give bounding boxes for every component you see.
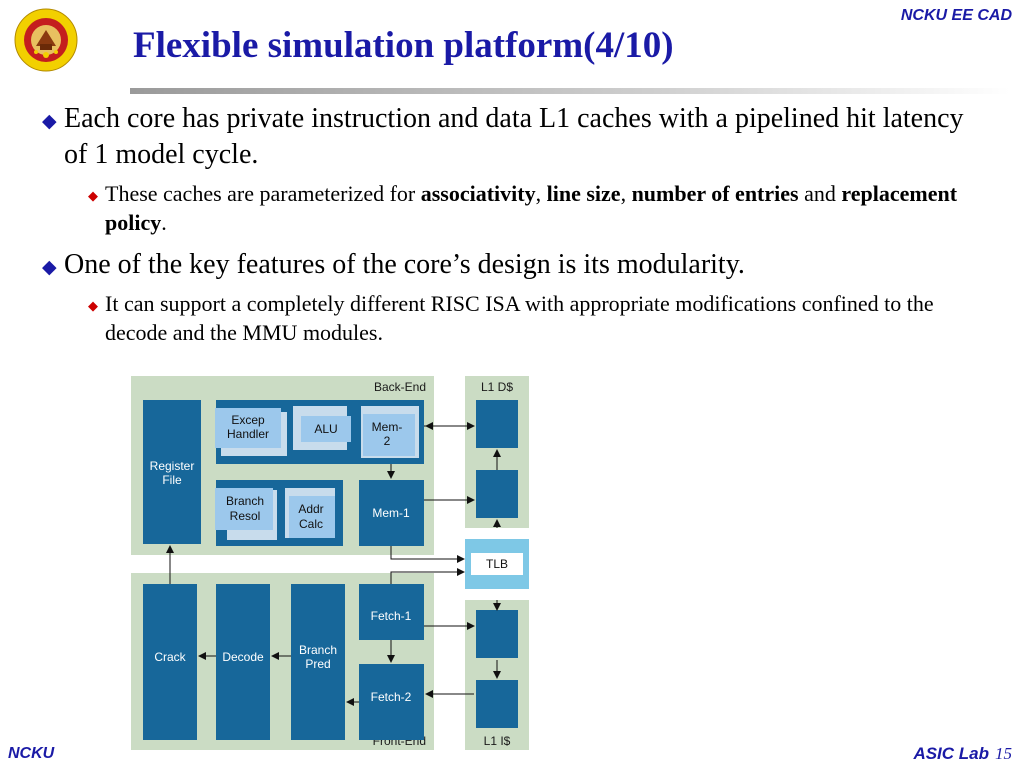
bullet-2-text: One of the key features of the core’s de…	[64, 249, 745, 280]
fetch2-block	[359, 664, 424, 740]
branch-resol-label-2: Resol	[230, 509, 261, 523]
keyword-associativity: associativity	[420, 181, 536, 206]
excep-handler-label-1: Excep	[231, 413, 265, 427]
page-number: 15	[995, 744, 1012, 763]
branch-resol-label-1: Branch	[226, 494, 264, 508]
addr-calc-label-1: Addr	[298, 502, 323, 516]
separator: ,	[620, 181, 632, 206]
l1i-label: L1 I$	[484, 734, 511, 748]
branch-pred-label-1: Branch	[299, 643, 337, 657]
l1i-block-1	[476, 610, 518, 658]
alu-block	[301, 416, 351, 442]
separator: .	[161, 210, 167, 235]
mem2-block	[363, 414, 415, 456]
crack-label: Crack	[154, 650, 186, 664]
sub-bullet-text: It can support a completely different RI…	[105, 291, 934, 345]
org-label: NCKU EE CAD	[900, 7, 1012, 24]
tlb-box	[471, 553, 523, 575]
footer-lab-label: ASIC Lab	[913, 744, 989, 763]
blue-diamond-icon: ◆	[42, 111, 57, 132]
back-end-label: Back-End	[374, 380, 426, 394]
alu-label: ALU	[314, 422, 337, 436]
tlb-label: TLB	[486, 557, 508, 571]
dataflow-arrows	[166, 422, 501, 706]
mem1-label: Mem-1	[372, 506, 410, 520]
register-file-block	[143, 400, 201, 544]
footer-right: ASIC Lab 15	[913, 744, 1012, 764]
footer-left-label: NCKU	[8, 745, 55, 762]
addr-calc-block	[289, 496, 335, 538]
mem2-label-2: 2	[384, 434, 391, 448]
core-architecture-diagram: Back-End Front-End L1 D$ L1 I$ TLB Regis…	[131, 376, 529, 750]
decode-label: Decode	[222, 650, 264, 664]
register-file-label-2: File	[162, 473, 182, 487]
red-diamond-icon: ◆	[88, 188, 98, 203]
mem1-block	[359, 480, 424, 546]
sub-bullet-1-1: ◆ These caches are parameterized for ass…	[88, 179, 972, 237]
slide-content: ◆ Each core has private instruction and …	[42, 101, 972, 357]
keyword-number-of-entries: number of entries	[631, 181, 799, 206]
excep-handler-block	[215, 408, 281, 448]
fetch1-block	[359, 584, 424, 640]
register-file-label-1: Register	[150, 459, 195, 473]
l1d-block-2	[476, 470, 518, 518]
branch-pred-label-2: Pred	[305, 657, 330, 671]
bullet-2: ◆ One of the key features of the core’s …	[42, 247, 972, 283]
excep-handler-label-2: Handler	[227, 427, 269, 441]
slide-title: Flexible simulation platform(4/10)	[133, 25, 674, 66]
ncku-seal-logo	[14, 8, 78, 72]
title-divider	[130, 88, 1010, 94]
l1i-block-2	[476, 680, 518, 728]
fetch1-label: Fetch-1	[371, 609, 412, 623]
mem2-label-1: Mem-	[372, 420, 403, 434]
keyword-replacement-policy: replacement policy	[105, 181, 958, 235]
bullet-1-text: Each core has private instruction and da…	[64, 103, 964, 170]
crack-block	[143, 584, 197, 740]
l1d-label: L1 D$	[481, 380, 513, 394]
sub-bullet-2-1: ◆ It can support a completely different …	[88, 289, 972, 347]
decode-block	[216, 584, 270, 740]
fetch2-label: Fetch-2	[371, 690, 412, 704]
red-diamond-icon: ◆	[88, 298, 98, 313]
sub-bullet-text: These caches are parameterized for	[105, 181, 421, 206]
branch-pred-block	[291, 584, 345, 740]
addr-calc-label-2: Calc	[299, 517, 323, 531]
branch-resol-block	[215, 488, 273, 530]
l1d-block-1	[476, 400, 518, 448]
separator: ,	[535, 181, 547, 206]
blue-diamond-icon: ◆	[42, 257, 57, 278]
separator: and	[798, 181, 842, 206]
bullet-1: ◆ Each core has private instruction and …	[42, 101, 972, 173]
keyword-line-size: line size	[546, 181, 621, 206]
